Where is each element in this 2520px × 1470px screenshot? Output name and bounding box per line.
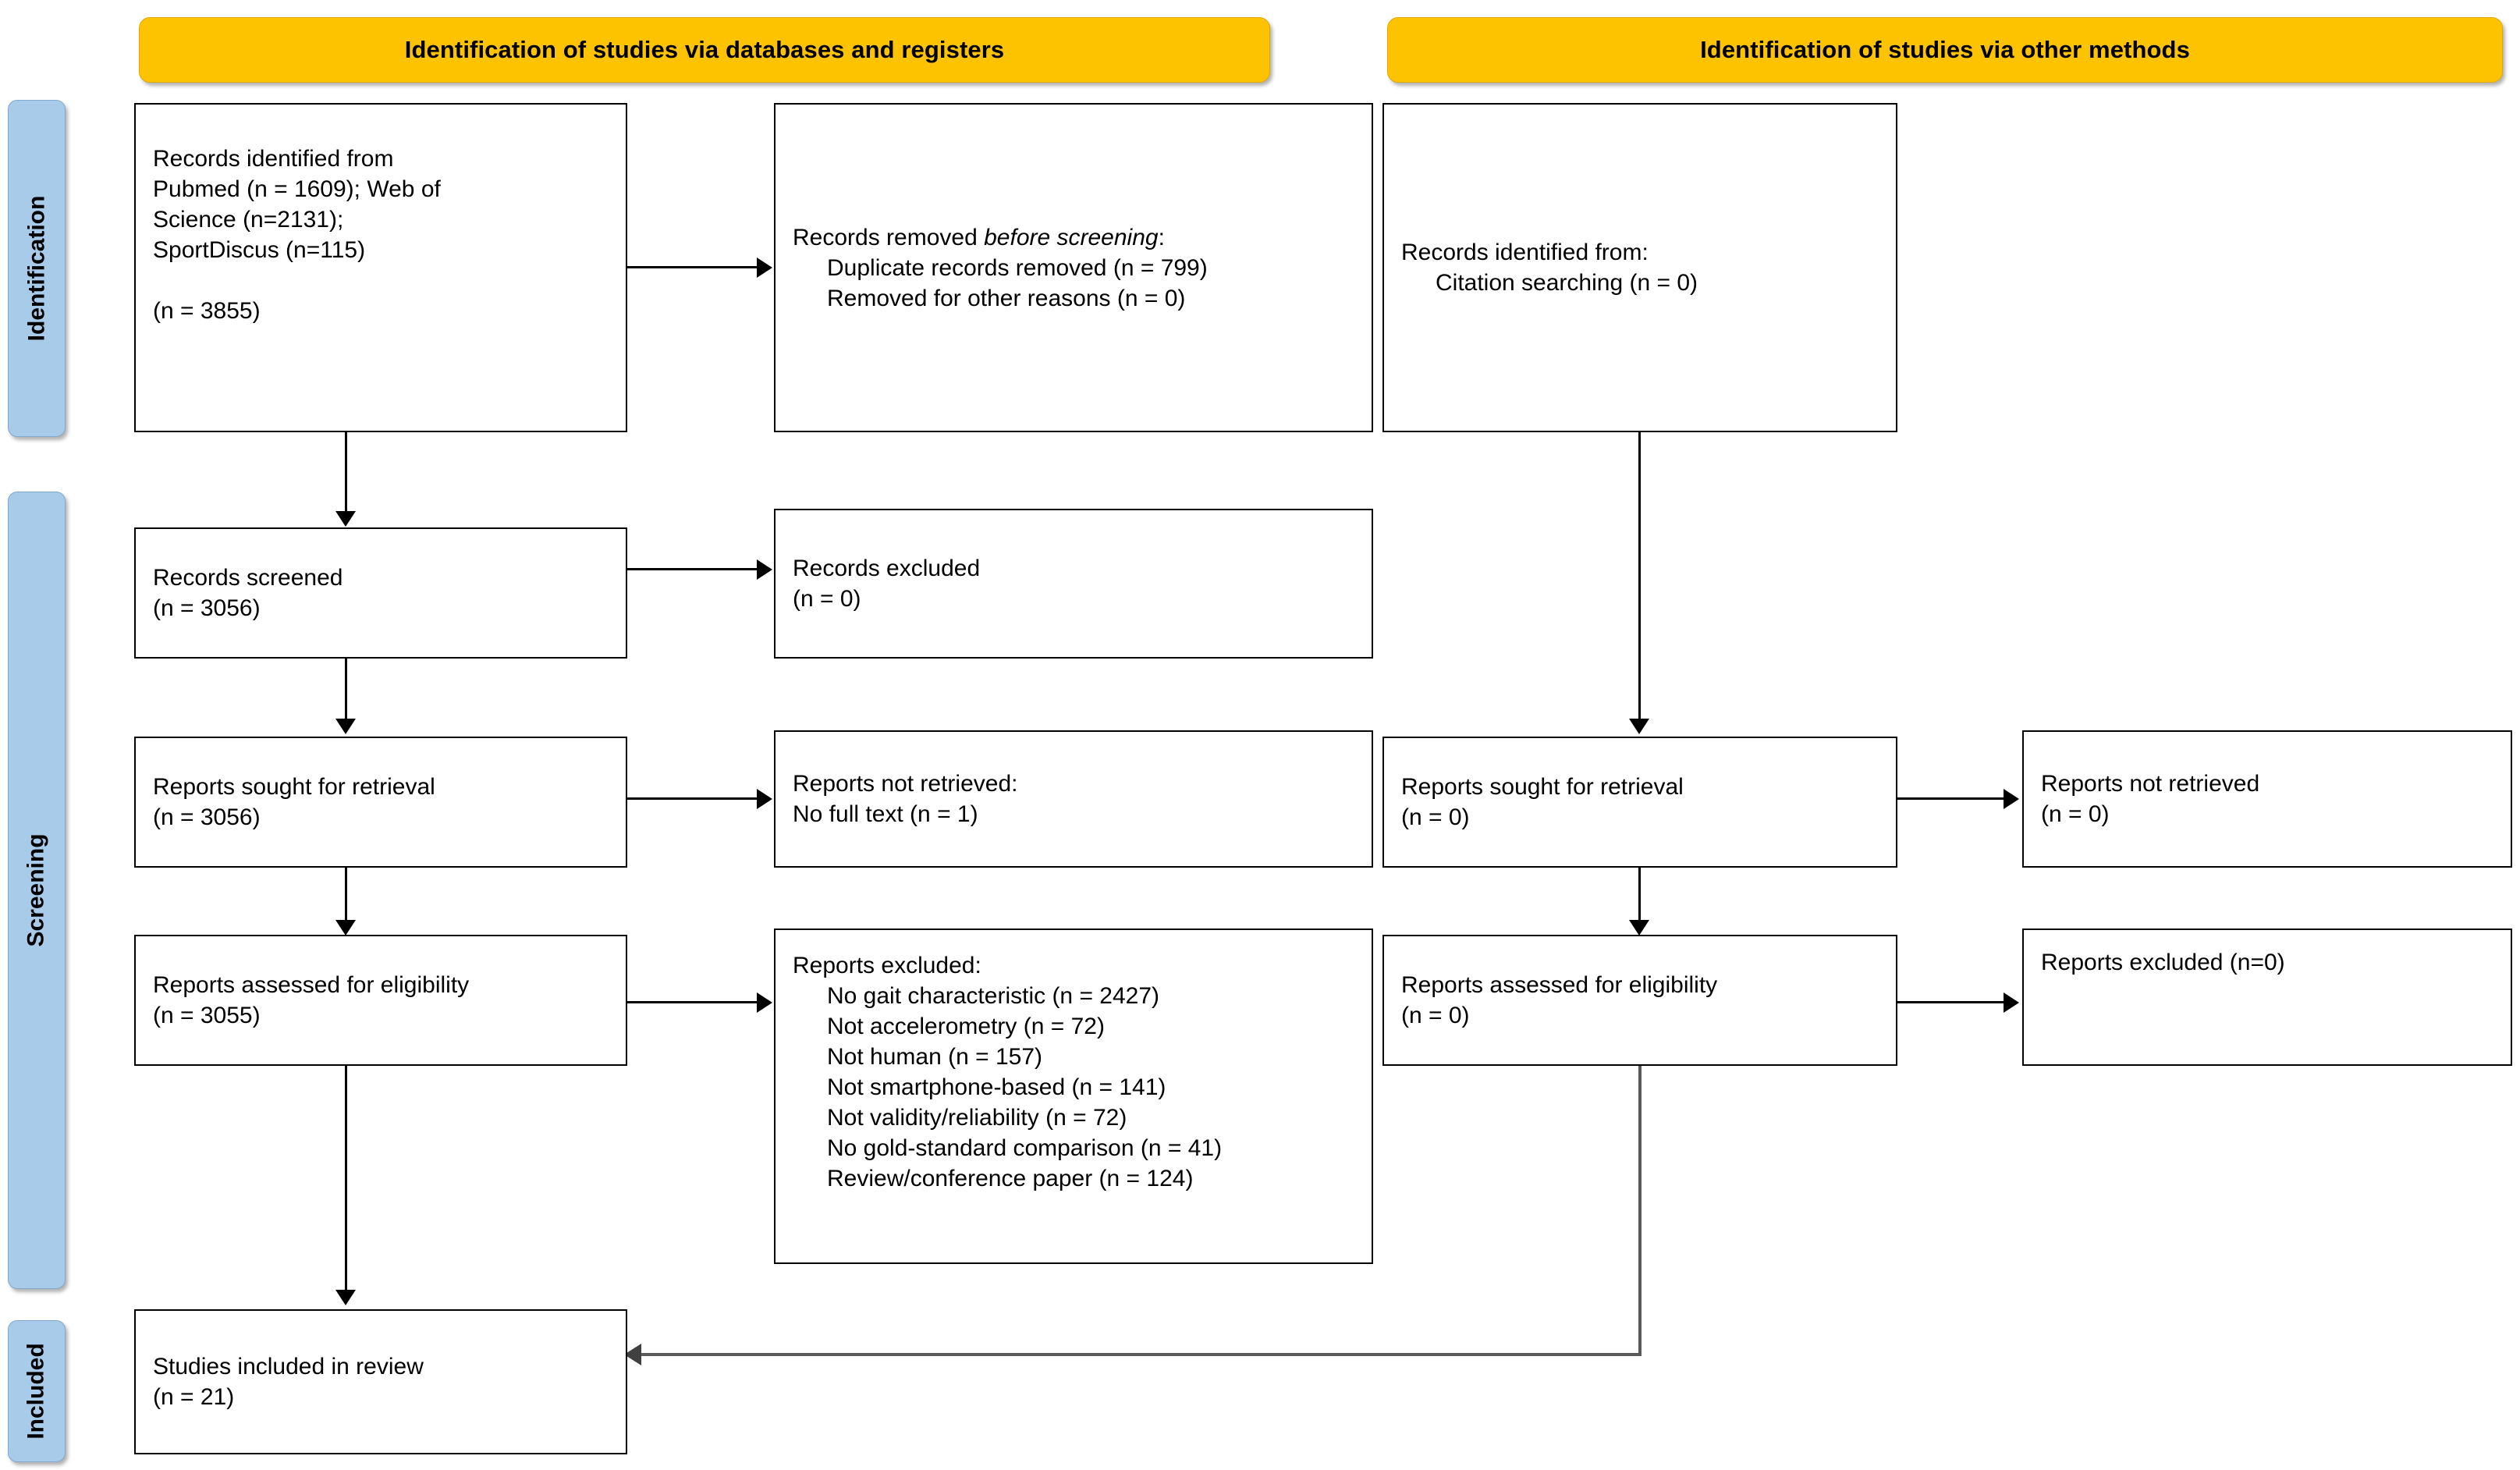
box-reports-sought-other: Reports sought for retrieval (n = 0) (1382, 737, 1897, 868)
connector-identified-to-removed (627, 266, 758, 268)
connector-assessed-other-to-excluded (1897, 1001, 2005, 1003)
box-records-excluded: Records excluded (n = 0) (774, 509, 1373, 659)
reports-sought-db-count: (n = 3056) (153, 804, 261, 830)
box-reports-sought-databases: Reports sought for retrieval (n = 3056) (134, 737, 627, 868)
stage-tab-identification: Identification (8, 100, 66, 437)
reports-assessed-other-line1: Reports assessed for eligibility (1401, 972, 1718, 998)
reports-assessed-other-count: (n = 0) (1401, 1003, 1470, 1028)
box-reports-not-retrieved-databases: Reports not retrieved: No full text (n =… (774, 730, 1373, 868)
records-removed-title: Records removed before screening: (793, 222, 1354, 253)
records-removed-title-colon: : (1158, 224, 1165, 250)
connector-screened-to-sought (345, 659, 347, 723)
records-identified-db-line3: Science (n=2131); (153, 207, 344, 233)
records-identified-db-total: (n = 3855) (153, 298, 261, 324)
box-reports-excluded-databases: Reports excluded: No gait characteristic… (774, 929, 1373, 1264)
connector-identified-to-screened-arrowhead (335, 511, 356, 527)
records-removed-title-a: Records removed (793, 224, 985, 250)
connector-other-assessed-elbow-arrowhead (624, 1344, 641, 1365)
studies-included-line1: Studies included in review (153, 1354, 424, 1379)
reports-excluded-other-line1: Reports excluded (n=0) (2041, 950, 2285, 975)
box-reports-excluded-other: Reports excluded (n=0) (2022, 929, 2512, 1066)
connector-screened-to-sought-arrowhead (335, 719, 356, 734)
reports-sought-db-line1: Reports sought for retrieval (153, 774, 435, 800)
reports-not-retrieved-db-line1: Reports not retrieved: (793, 771, 1018, 797)
reports-excluded-db-reason-2: Not accelerometry (n = 72) (827, 1014, 1105, 1039)
studies-included-count: (n = 21) (153, 1384, 235, 1410)
records-excluded-line1: Records excluded (793, 556, 981, 581)
records-excluded-count: (n = 0) (793, 586, 861, 612)
connector-assessed-db-to-excluded-arrowhead (757, 992, 772, 1013)
connector-other-assessed-elbow-horizontal (640, 1353, 1642, 1356)
box-records-screened: Records screened (n = 3056) (134, 527, 627, 659)
reports-excluded-db-reason-4: Not smartphone-based (n = 141) (827, 1074, 1166, 1100)
reports-not-retrieved-other-count: (n = 0) (2041, 801, 2110, 827)
box-records-identified-other-methods: Records identified from: Citation search… (1382, 103, 1897, 432)
banner-databases-and-registers: Identification of studies via databases … (139, 17, 1270, 83)
reports-excluded-db-reason-5: Not validity/reliability (n = 72) (827, 1105, 1127, 1131)
records-identified-other-line1: Records identified from: (1401, 240, 1649, 265)
box-reports-not-retrieved-other: Reports not retrieved (n = 0) (2022, 730, 2512, 868)
banner-databases-label: Identification of studies via databases … (404, 36, 1005, 63)
reports-excluded-db-reason-1: No gait characteristic (n = 2427) (827, 983, 1160, 1009)
stage-tab-identification-label: Identification (23, 195, 50, 342)
connector-screened-to-excluded-arrowhead (757, 559, 772, 580)
banner-other-methods: Identification of studies via other meth… (1387, 17, 2503, 83)
records-identified-db-spacer (153, 265, 609, 296)
connector-other-identified-to-sought-arrowhead (1629, 719, 1649, 734)
records-removed-title-italic: before screening (984, 224, 1159, 250)
connector-sought-other-to-not-retrieved (1897, 797, 2005, 800)
reports-excluded-db-reason-6: No gold-standard comparison (n = 41) (827, 1135, 1223, 1161)
stage-tab-included: Included (8, 1320, 66, 1462)
records-removed-duplicate: Duplicate records removed (n = 799) (827, 254, 1208, 281)
connector-assessed-db-to-included (345, 1066, 347, 1294)
reports-not-retrieved-other-line1: Reports not retrieved (2041, 771, 2260, 797)
connector-assessed-db-to-excluded (627, 1001, 758, 1003)
reports-not-retrieved-db-line2: No full text (n = 1) (793, 801, 978, 827)
box-reports-assessed-other: Reports assessed for eligibility (n = 0) (1382, 935, 1897, 1066)
reports-excluded-db-title: Reports excluded: (793, 953, 981, 978)
connector-other-assessed-elbow-vertical (1638, 1066, 1642, 1356)
stage-tab-screening: Screening (8, 492, 66, 1289)
reports-assessed-db-count: (n = 3055) (153, 1003, 261, 1028)
records-identified-db-line1: Records identified from (153, 146, 394, 172)
connector-identified-to-screened (345, 432, 347, 515)
connector-sought-db-to-assessed-arrowhead (335, 920, 356, 936)
records-identified-other-citation: Citation searching (n = 0) (1436, 270, 1698, 296)
stage-tab-screening-label: Screening (23, 833, 49, 947)
connector-sought-other-to-assessed-arrowhead (1629, 920, 1649, 936)
connector-other-identified-to-sought (1638, 432, 1641, 723)
box-studies-included-in-review: Studies included in review (n = 21) (134, 1309, 627, 1454)
banner-other-methods-label: Identification of studies via other meth… (1700, 36, 2190, 63)
records-identified-db-line4: SportDiscus (n=115) (153, 237, 366, 263)
connector-assessed-other-to-excluded-arrowhead (2004, 992, 2019, 1013)
stage-tab-included-label: Included (23, 1343, 49, 1440)
connector-screened-to-excluded (627, 568, 758, 570)
records-screened-count: (n = 3056) (153, 595, 261, 621)
connector-assessed-db-to-included-arrowhead (335, 1290, 356, 1305)
reports-excluded-db-reason-3: Not human (n = 157) (827, 1044, 1042, 1070)
connector-sought-db-to-not-retrieved (627, 797, 758, 800)
reports-assessed-db-line1: Reports assessed for eligibility (153, 972, 470, 998)
reports-sought-other-count: (n = 0) (1401, 804, 1470, 830)
connector-sought-db-to-assessed (345, 868, 347, 924)
records-identified-db-line2: Pubmed (n = 1609); Web of (153, 176, 441, 202)
box-records-identified-databases: Records identified from Pubmed (n = 1609… (134, 103, 627, 432)
reports-sought-other-line1: Reports sought for retrieval (1401, 774, 1684, 800)
connector-sought-other-to-not-retrieved-arrowhead (2004, 789, 2019, 809)
connector-identified-to-removed-arrowhead (757, 257, 772, 278)
records-screened-line1: Records screened (153, 565, 343, 591)
connector-sought-db-to-not-retrieved-arrowhead (757, 789, 772, 809)
records-removed-other-reasons: Removed for other reasons (n = 0) (827, 285, 1186, 311)
connector-sought-other-to-assessed (1638, 868, 1641, 924)
box-reports-assessed-databases: Reports assessed for eligibility (n = 30… (134, 935, 627, 1066)
reports-excluded-db-reason-7: Review/conference paper (n = 124) (827, 1166, 1194, 1191)
box-records-removed-before-screening: Records removed before screening: Duplic… (774, 103, 1373, 432)
